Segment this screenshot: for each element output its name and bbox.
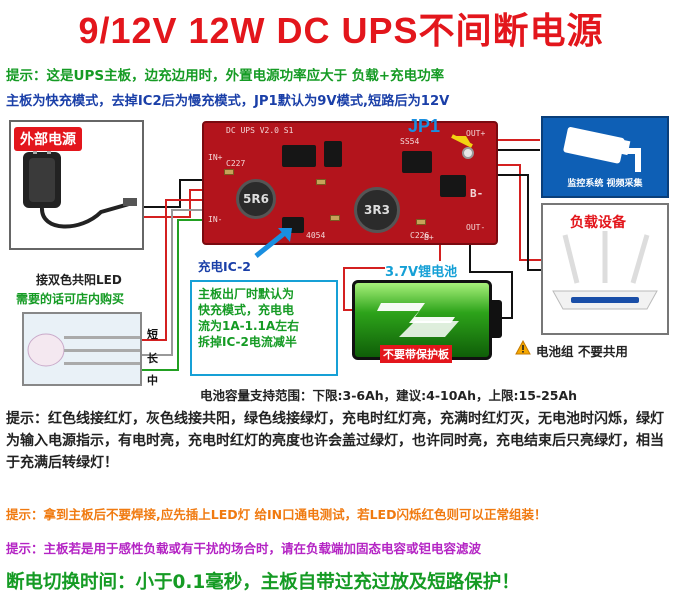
power-adapter-icon: [23, 142, 137, 229]
chip-ss54: [402, 151, 432, 173]
led-label: 接双色共阳LED: [36, 273, 122, 287]
chip-right: [440, 175, 466, 197]
charging-bolt-icon: [377, 303, 459, 337]
cap-4: [224, 169, 234, 175]
chip-mid: [324, 141, 342, 167]
cap-2: [330, 215, 340, 221]
note-line-1: 主板出厂时默认为: [198, 287, 295, 301]
jp1-label: JP1: [408, 116, 441, 136]
battery-group-warning: 电池组 不要共用: [536, 344, 628, 359]
led-panel: [22, 312, 142, 386]
cap-label: C226: [410, 231, 430, 240]
board-out-minus: OUT-: [466, 223, 486, 232]
ic2-arrow-icon: [254, 228, 292, 258]
surveillance-panel: [541, 116, 669, 198]
camera-icon: [563, 127, 641, 172]
arrow-icon: [451, 134, 473, 148]
inductor-5r6-label: 5R6: [243, 192, 269, 206]
charge-ic2-label: 充电IC-2: [198, 259, 251, 274]
cap-1: [316, 179, 326, 185]
note-line-2: 快充模式，充电电: [198, 303, 295, 317]
load-device-panel: [541, 203, 669, 335]
page-title: 9/12V 12W DC UPS不间断电源: [78, 10, 604, 51]
jp1-pad: [462, 147, 474, 159]
note-line-3: 流为1A-1.1A左右: [198, 319, 300, 333]
tip-test-before-solder: 提示：拿到主板后不要焊接,应先插上LED灯 给IN口通电测试，若LED闪烁红色则…: [6, 507, 547, 522]
tip-inductive-load: 提示：主板若是用于感性负载或有干扰的场合时，请在负载端加固态电容或钽电容滤波: [6, 541, 482, 556]
tip-switch-time: 断电切换时间：小于0.1毫秒，主板自带过充过放及短路保护！: [6, 572, 520, 593]
note-line-4: 拆掉IC-2电流减半: [198, 335, 297, 349]
load-device-label: 负载设备: [570, 215, 626, 231]
tip-charge-mode: 主板为快充模式，去掉IC2后为慢充模式，JP1默认为9V模式,短路后为12V: [6, 94, 450, 109]
bicolor-led-icon: [27, 333, 140, 367]
inductor-3r3-label: 3R3: [364, 203, 390, 217]
tip-led-wiring: 提示：红色线接红灯，灰色线接共阳，绿色线接绿灯，充电时红灯亮，充满时红灯灭，无电…: [6, 411, 664, 471]
board-out-plus: OUT+: [466, 129, 486, 138]
board-in-plus: IN+: [208, 153, 223, 162]
inductor-3r3: 3R3: [354, 187, 400, 233]
tip-power-requirement: 提示：这是UPS主板，边充边用时，外置电源功率应大于 负载+充电功率: [6, 68, 445, 84]
cap-3: [416, 219, 426, 225]
router-icon: [552, 231, 658, 310]
board-b-minus: B-: [470, 187, 484, 200]
chip-ss54-label: SS54: [400, 137, 420, 146]
board-silk-title: DC UPS V2.0 S1: [226, 126, 294, 135]
external-power-label: 外部电源: [14, 127, 82, 151]
factory-default-note: 主板出厂时默认为 快充模式，充电电 流为1A-1.1A左右 拆掉IC-2电流减半: [190, 280, 338, 376]
chip-ic2-code: 4054: [306, 231, 326, 240]
warning-icon: [515, 340, 531, 355]
led-buy-text: 需要的话可店内购买: [16, 292, 125, 306]
surveillance-caption: 监控系统 视频采集: [567, 179, 643, 189]
battery-no-protection-warning: 不要带保护板: [380, 345, 452, 363]
inductor-5r6: 5R6: [236, 179, 276, 219]
board-b-plus: B+: [424, 233, 434, 242]
led-pin-long: 长: [147, 352, 158, 365]
cap-label-2: C227: [226, 159, 246, 168]
battery-terminal: [492, 300, 502, 338]
board-in-minus: IN-: [208, 215, 223, 224]
chip-left: [282, 145, 316, 167]
led-pin-short: 短: [147, 328, 158, 341]
ups-board: DC UPS V2.0 S1 IN+ IN- 5R6 3R3 SS54 4054…: [202, 121, 498, 245]
battery-label: 3.7V锂电池: [385, 261, 458, 280]
battery-capacity-range: 电池容量支持范围：下限:3-6Ah，建议:4-10Ah，上限:15-25Ah: [200, 388, 578, 403]
led-pin-middle: 中: [147, 374, 158, 387]
